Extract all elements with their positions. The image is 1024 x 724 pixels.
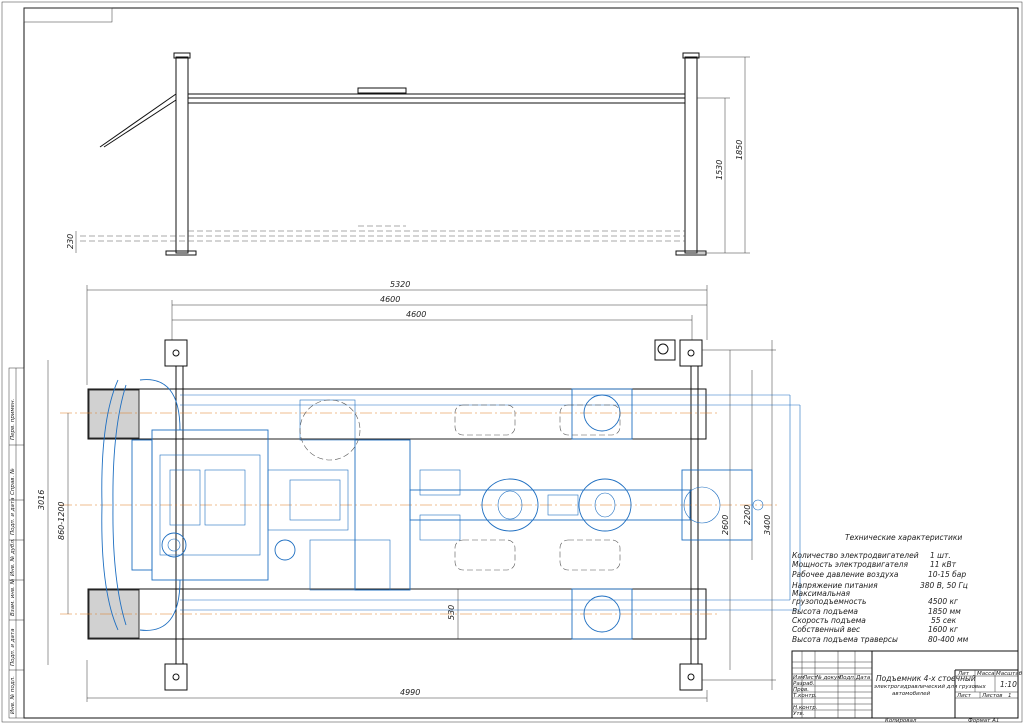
spec-value-1: 11 кВт (930, 560, 957, 569)
tb-izm: Изм (793, 675, 804, 681)
dim-right-1: 3400 (763, 515, 772, 535)
post-bottom-left (164, 663, 188, 691)
spec-value-0: 1 шт. (930, 551, 951, 560)
tb-sheet-label: Лист (956, 693, 972, 699)
spec-value-6: 1850 мм (928, 607, 961, 616)
tb-prov: Пров. (793, 687, 809, 693)
right-post (684, 56, 698, 254)
dim-right-3: 2600 (721, 515, 730, 535)
post-bottom-right (679, 663, 703, 691)
runway-side (187, 93, 686, 99)
tb-copied: Копировал (885, 718, 917, 724)
ramp-top (88, 389, 140, 439)
tb-razrab: Разраб. (793, 681, 815, 687)
tb-podp: Подп. (839, 675, 856, 681)
dim-height-lift: 1530 (715, 160, 724, 180)
tb-list: Лист (802, 675, 818, 681)
dim-right-2: 2200 (743, 505, 752, 525)
spec-label-6: Высота подъема (792, 607, 858, 616)
dim-center-gap: 530 (447, 605, 456, 620)
spec-value-9: 80-400 мм (928, 635, 969, 644)
tb-ndoc: № докум. (815, 675, 843, 681)
specs-title: Технические характеристики (845, 533, 962, 542)
side-view: 1850 1530 230 (66, 52, 750, 256)
runway-top (87, 388, 707, 440)
dim-left-width: 3016 (37, 490, 46, 510)
side-stamp: Перв. примен. Справ. № Подп. и дата Инв.… (8, 367, 25, 719)
inner-frame (23, 7, 1019, 719)
stamp-c1: Перв. примен. (10, 398, 16, 440)
crossbeam-area (182, 438, 692, 590)
stamp-c7: Инв. № подл. (10, 676, 16, 714)
spec-label-8: Собственный вес (792, 625, 861, 634)
dim-overall-length: 5320 (390, 280, 410, 289)
tb-col-scale: Масштаб (996, 671, 1023, 677)
tb-name-1: Подъемник 4-х стоечный (876, 674, 976, 683)
tb-tkontr: Т.контр. (793, 693, 817, 699)
spec-label-2: Рабочее давление воздуха (792, 570, 899, 579)
tb-scale: 1:10 (1000, 680, 1017, 689)
spec-label-3: Напряжение питания (792, 581, 878, 590)
tb-utv: Утв. (793, 711, 805, 717)
tb-col-mass: Масса (977, 671, 995, 677)
title-block: Изм Лист № докум. Подп. Дата Разраб. Про… (791, 650, 1023, 724)
tb-format: Формат А1 (968, 718, 999, 724)
specs-table: Технические характеристики Количество эл… (792, 533, 969, 644)
tb-col-lit: Лит (957, 671, 970, 677)
spec-value-8: 1600 кг (928, 625, 958, 634)
dim-span-inner: 4600 (406, 310, 426, 319)
stamp-c4: Инв. № дубл. (10, 538, 16, 576)
dim-span-outer: 4600 (380, 295, 400, 304)
spec-label-9: Высота подъема траверсы (792, 635, 898, 644)
dim-height-total: 1850 (735, 140, 744, 160)
left-post (175, 56, 189, 254)
tb-sheets-count: 1 (1008, 693, 1012, 699)
spec-value-5: 4500 кг (928, 597, 958, 606)
tb-nkontr: Н.контр. (793, 705, 818, 711)
post-top-left (164, 339, 188, 367)
stamp-c2: Справ. № (10, 468, 16, 495)
spec-label-0: Количество электродвигателей (792, 551, 919, 560)
stamp-c6: Подп. и дата (10, 628, 16, 666)
dim-height-low: 230 (66, 234, 75, 249)
tb-data: Дата (855, 675, 871, 681)
stamp-c3: Подп. и дата (10, 497, 16, 535)
truck-outline (101, 379, 801, 640)
stamp-c5: Взам. инв. № (10, 578, 16, 616)
spec-value-3: 380 В, 50 Гц (920, 581, 968, 590)
tb-sheets-label: Листов (981, 693, 1003, 699)
spec-label-7: Скорость подъема (792, 616, 866, 625)
power-unit (654, 339, 676, 361)
spec-value-7: 55 сек (931, 616, 957, 625)
ramp-raised (99, 93, 177, 148)
plan-view: 5320 4600 4600 3016 (37, 280, 780, 702)
dim-bottom-length: 4990 (400, 688, 420, 697)
dim-wheel-track: 860-1200 (57, 501, 66, 540)
spec-label-4: Максимальная (792, 589, 851, 598)
spec-label-1: Мощность электродвигателя (792, 560, 908, 569)
top-stamp-box (23, 7, 113, 23)
tb-name-2: электрогидравлический для грузовых (874, 684, 987, 690)
spec-label-5: грузоподъемность (792, 597, 866, 606)
spec-value-2: 10-15 бар (928, 570, 966, 579)
tb-name-3: автомобилей (892, 691, 931, 697)
post-top-right (679, 339, 703, 367)
